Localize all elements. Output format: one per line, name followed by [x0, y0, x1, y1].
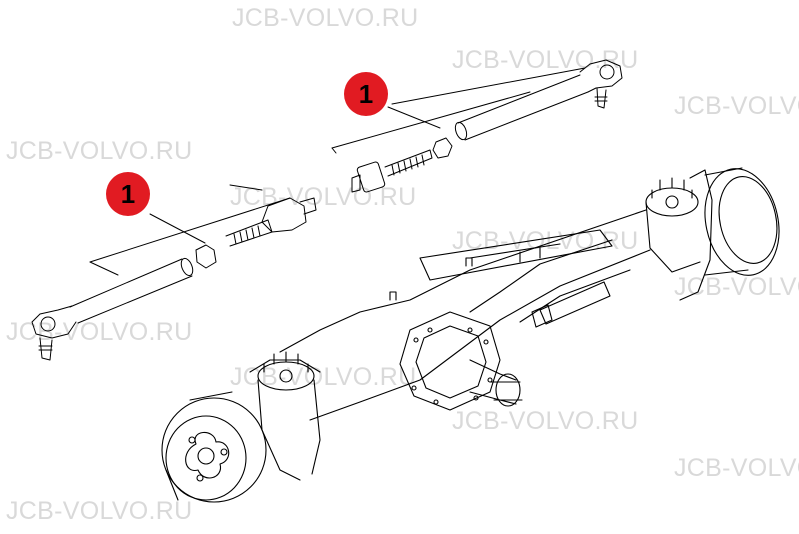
callout-1-lower: 1 [106, 172, 150, 216]
callout-1-upper: 1 [344, 72, 388, 116]
upper-tie-rod [331, 59, 623, 193]
axle-housing [161, 167, 780, 503]
lower-tie-rod [31, 184, 317, 361]
